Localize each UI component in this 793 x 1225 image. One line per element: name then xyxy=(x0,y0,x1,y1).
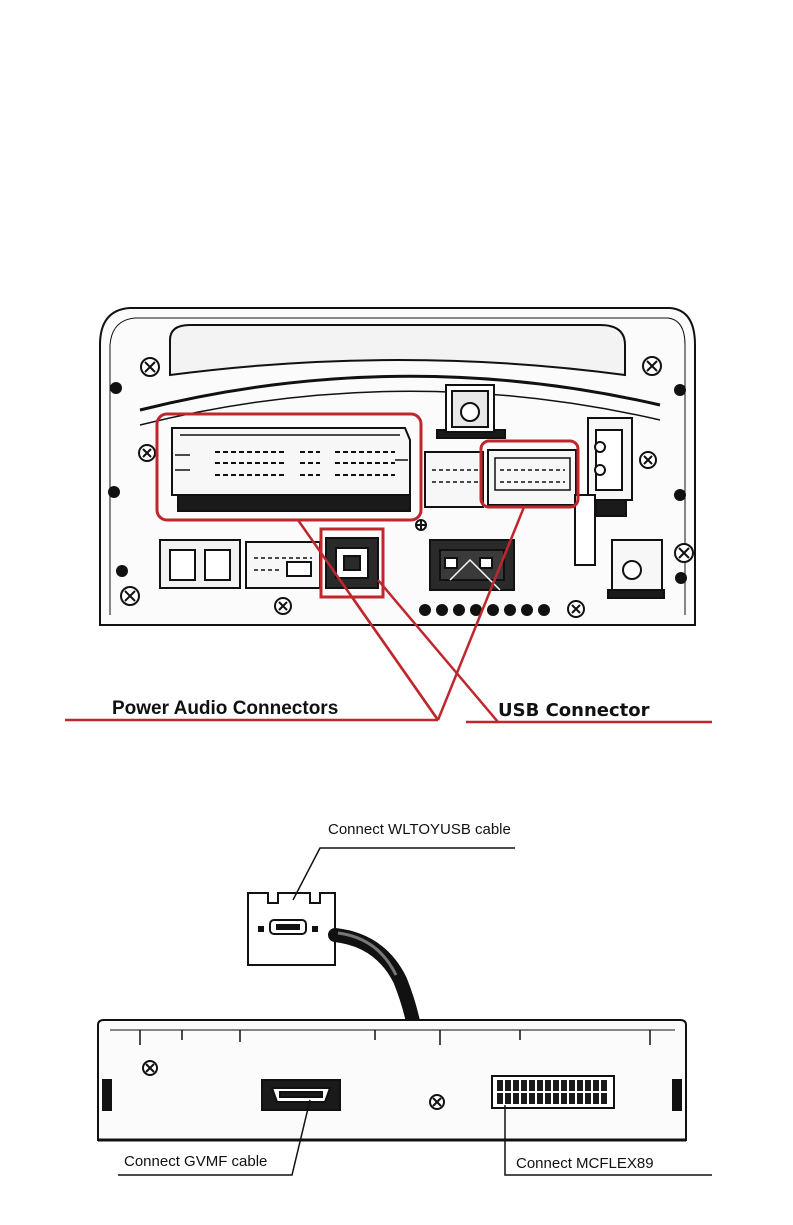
usb-area-connector xyxy=(488,450,576,505)
antenna-connector xyxy=(437,385,505,438)
screw-6 xyxy=(275,598,291,614)
screw-4 xyxy=(640,452,656,468)
label-mcflex: Connect MCFLEX89 xyxy=(516,1155,654,1172)
mcflex-port xyxy=(492,1076,614,1108)
screw-8 xyxy=(675,544,693,562)
mid-connector xyxy=(425,452,483,507)
label-power-audio-connectors: Power Audio Connectors xyxy=(112,698,338,719)
bottom-right-connector xyxy=(608,540,664,598)
bottom-left-connectors xyxy=(160,538,378,588)
label-gvmf: Connect GVMF cable xyxy=(124,1153,267,1170)
wltoyusb-plug xyxy=(248,893,335,965)
screw-2 xyxy=(643,357,661,375)
label-usb-connector: USB Connector xyxy=(498,700,650,721)
screw-5 xyxy=(121,587,139,605)
screw-1 xyxy=(141,358,159,376)
box-screw-1 xyxy=(143,1061,157,1075)
screw-3 xyxy=(139,445,155,461)
power-audio-connector xyxy=(172,428,410,511)
screw-7 xyxy=(568,601,584,617)
screw-9 xyxy=(416,520,426,530)
gvmf-port xyxy=(262,1080,340,1110)
label-wltoyusb: Connect WLTOYUSB cable xyxy=(328,821,511,838)
box-screw-2 xyxy=(430,1095,444,1109)
